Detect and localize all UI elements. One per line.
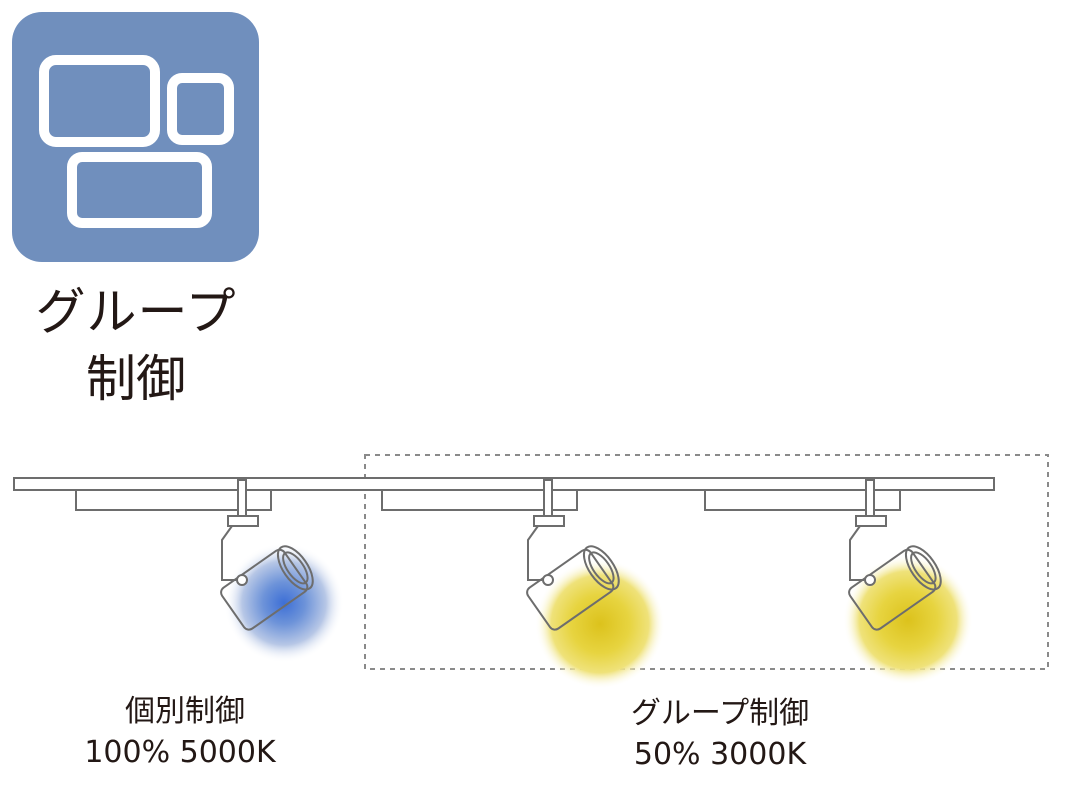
individual-mode-label: 個別制御 xyxy=(125,694,245,729)
group-squares-icon xyxy=(39,55,234,228)
spotlight-group-1 xyxy=(526,479,665,689)
group-mode-label: グループ制御 xyxy=(630,696,810,731)
track-lighting-diagram xyxy=(13,454,1049,689)
track-rail xyxy=(13,477,995,491)
spotlight-individual xyxy=(220,479,344,663)
individual-value-label: 100% 5000K xyxy=(84,735,276,770)
group-frame xyxy=(364,454,1049,670)
track-housing-1 xyxy=(75,489,272,511)
track-housing-2 xyxy=(381,489,578,511)
icon-caption-line2: 制御 xyxy=(86,350,186,408)
group-value-label: 50% 3000K xyxy=(633,737,807,772)
track-housing-3 xyxy=(704,489,901,511)
icon-caption-line1: グループ xyxy=(35,283,237,341)
group-control-icon xyxy=(12,12,259,262)
spotlight-group-2 xyxy=(843,479,973,685)
